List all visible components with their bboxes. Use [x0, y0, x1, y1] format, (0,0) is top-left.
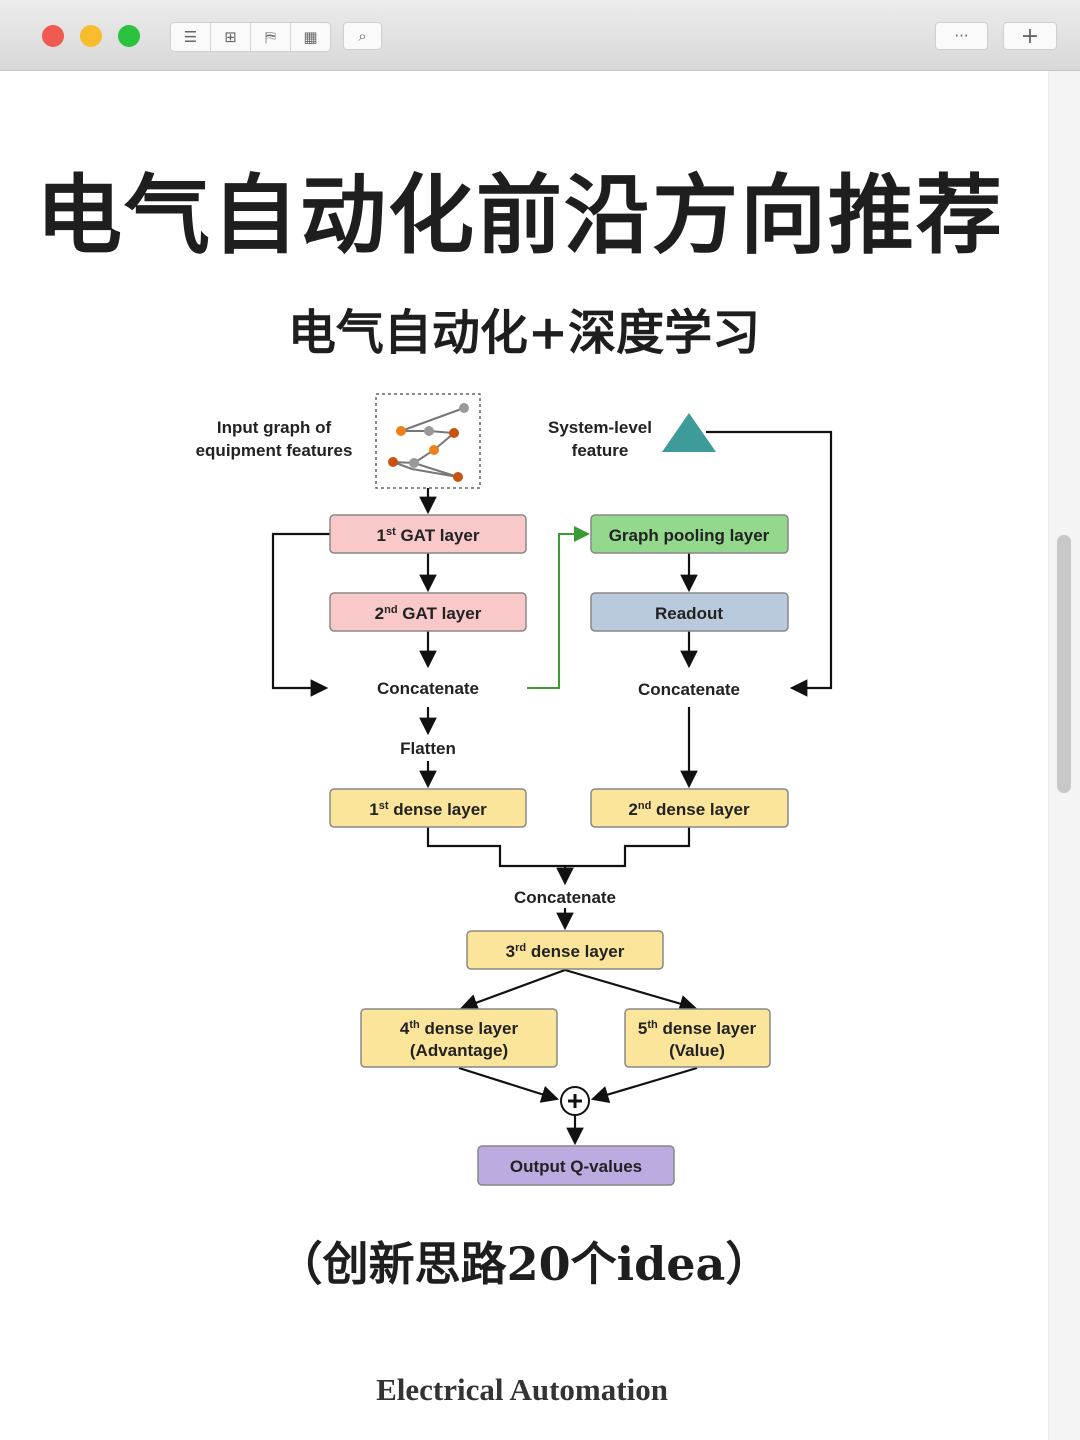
page-subtitle: 电气自动化+深度学习: [287, 305, 761, 361]
output-label: Output Q-values: [510, 1157, 642, 1176]
close-window-button[interactable]: [42, 25, 64, 47]
dense3-label: 3rd dense layer: [506, 942, 625, 961]
concat-mid-label: Concatenate: [514, 888, 616, 907]
footer-text: Electrical Automation: [376, 1372, 668, 1407]
gat1-label: 1st GAT layer: [376, 526, 479, 545]
gat1-box: [329, 514, 527, 554]
gat2-label: 2nd GAT layer: [375, 604, 482, 623]
pooling-box: [590, 514, 789, 554]
output-box: [477, 1145, 675, 1186]
system-feature-triangle-icon: [662, 413, 716, 452]
dense3-box: [466, 930, 664, 970]
zoom-window-button[interactable]: [118, 25, 140, 47]
connectors: [271, 430, 833, 1146]
more-button[interactable]: ···: [935, 22, 988, 50]
system-feature-label: System-level: [548, 418, 652, 437]
pooling-label: Graph pooling layer: [609, 526, 770, 545]
dense5-sublabel: (Value): [669, 1041, 725, 1060]
dense2-box: [590, 788, 789, 828]
add-button[interactable]: +: [1003, 22, 1057, 50]
grid-view-icon[interactable]: ⊞: [211, 23, 251, 51]
dense5-box: [624, 1008, 771, 1068]
dense4-sublabel: (Advantage): [410, 1041, 508, 1060]
search-icon: ⌕: [358, 27, 367, 45]
architecture-diagram: Input graph of equipment features System…: [196, 393, 833, 1186]
dense4-label: 4th dense layer: [400, 1019, 519, 1038]
input-graph-label: Input graph of: [217, 418, 332, 437]
input-graph-icon: [375, 393, 481, 489]
gat2-box: [329, 592, 527, 632]
calendar-view-icon[interactable]: ▦: [303, 28, 318, 46]
green-connector: [527, 526, 590, 689]
dense5-label: 5th dense layer: [638, 1019, 757, 1038]
list-view-icon[interactable]: ☰: [171, 23, 211, 51]
ideas-caption: （创新思路20个idea）: [276, 1237, 772, 1291]
scrollbar-thumb[interactable]: [1057, 535, 1071, 793]
dense2-label: 2nd dense layer: [628, 800, 750, 819]
scrollbar[interactable]: [1048, 71, 1080, 1440]
search-button[interactable]: ⌕: [343, 22, 382, 50]
map-view-icon[interactable]: ⛿: [251, 23, 291, 51]
flatten-label: Flatten: [400, 739, 456, 758]
dense1-box: [329, 788, 527, 828]
window-toolbar: ☰ ⊞ ⛿ ▦ ⌕ ··· +: [0, 0, 1080, 71]
input-graph-label-2: equipment features: [196, 441, 353, 460]
dense1-label: 1st dense layer: [369, 800, 487, 819]
readout-box: [590, 592, 789, 632]
system-feature-label-2: feature: [572, 441, 629, 460]
minimize-window-button[interactable]: [80, 25, 102, 47]
readout-label: Readout: [655, 604, 723, 623]
page-title: 电气自动化前沿方向推荐: [36, 165, 1004, 266]
plus-node-icon: [560, 1086, 590, 1116]
concat-left-label: Concatenate: [377, 679, 479, 698]
view-button-group: ☰ ⊞ ⛿ ▦: [170, 22, 331, 52]
dense4-box: [360, 1008, 558, 1068]
concat-right-label: Concatenate: [638, 680, 740, 699]
